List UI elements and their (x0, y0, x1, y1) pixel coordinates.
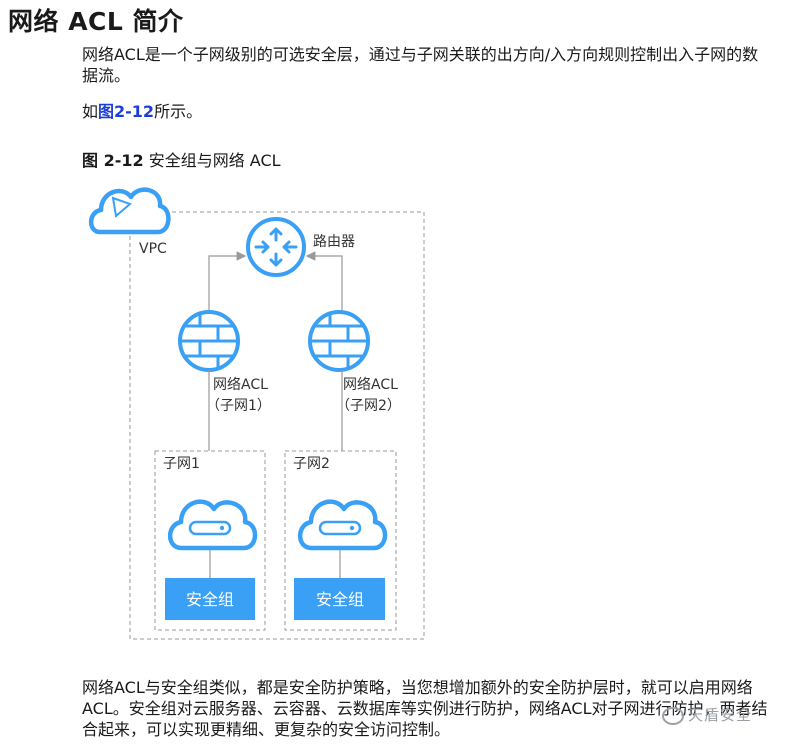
vpc-label: VPC (139, 241, 167, 257)
figure-reference: 如图2-12所示。 (82, 101, 772, 122)
figure-title: 安全组与网络 ACL (148, 151, 281, 170)
subnet2-box (284, 450, 397, 631)
subnet2-label: 子网2 (293, 456, 330, 472)
router-label: 路由器 (313, 234, 355, 250)
security-group-1-box (165, 578, 255, 620)
server-cloud-icon (167, 499, 258, 551)
figure-caption: 图 2-12 安全组与网络 ACL (82, 147, 281, 171)
router-icon (246, 217, 306, 277)
subnet1-label: 子网1 (163, 456, 200, 472)
acl1-label-line2: （子网1） (206, 398, 271, 414)
page-title: 网络 ACL 简介 (8, 7, 184, 36)
wechat-icon (662, 706, 684, 725)
outro-paragraph: 网络ACL与安全组类似，都是安全防护策略，当您想增加额外的安全防护层时，就可以启… (82, 678, 768, 739)
connector-acl2-router (305, 251, 343, 312)
firewall-icon (308, 310, 370, 372)
subnet1-box (154, 450, 266, 631)
watermark-text: 天盾安全 (688, 706, 753, 724)
firewall-icon (178, 310, 240, 372)
watermark: 天盾安全 (662, 704, 752, 725)
acl2-label-line2: （子网2） (336, 398, 401, 414)
connector-acl1-router (208, 251, 247, 312)
acl1-label-line1: 网络ACL (213, 377, 268, 393)
figure-number: 图 2-12 (82, 151, 144, 170)
figure-link[interactable]: 图2-12 (98, 102, 155, 121)
intro-paragraph: 网络ACL是一个子网级别的可选安全层，通过与子网关联的出方向/入方向规则控制出入… (82, 45, 759, 85)
security-group-1-label: 安全组 (186, 590, 234, 609)
security-group-2-box (294, 578, 385, 620)
vpc-cloud-icon (88, 187, 171, 235)
server-cloud-icon (297, 499, 388, 551)
security-group-2-label: 安全组 (316, 590, 364, 609)
acl2-label-line1: 网络ACL (343, 377, 398, 393)
reference-suffix: 所示。 (154, 102, 203, 121)
vpc-boundary (129, 211, 425, 640)
reference-prefix: 如 (82, 102, 99, 121)
